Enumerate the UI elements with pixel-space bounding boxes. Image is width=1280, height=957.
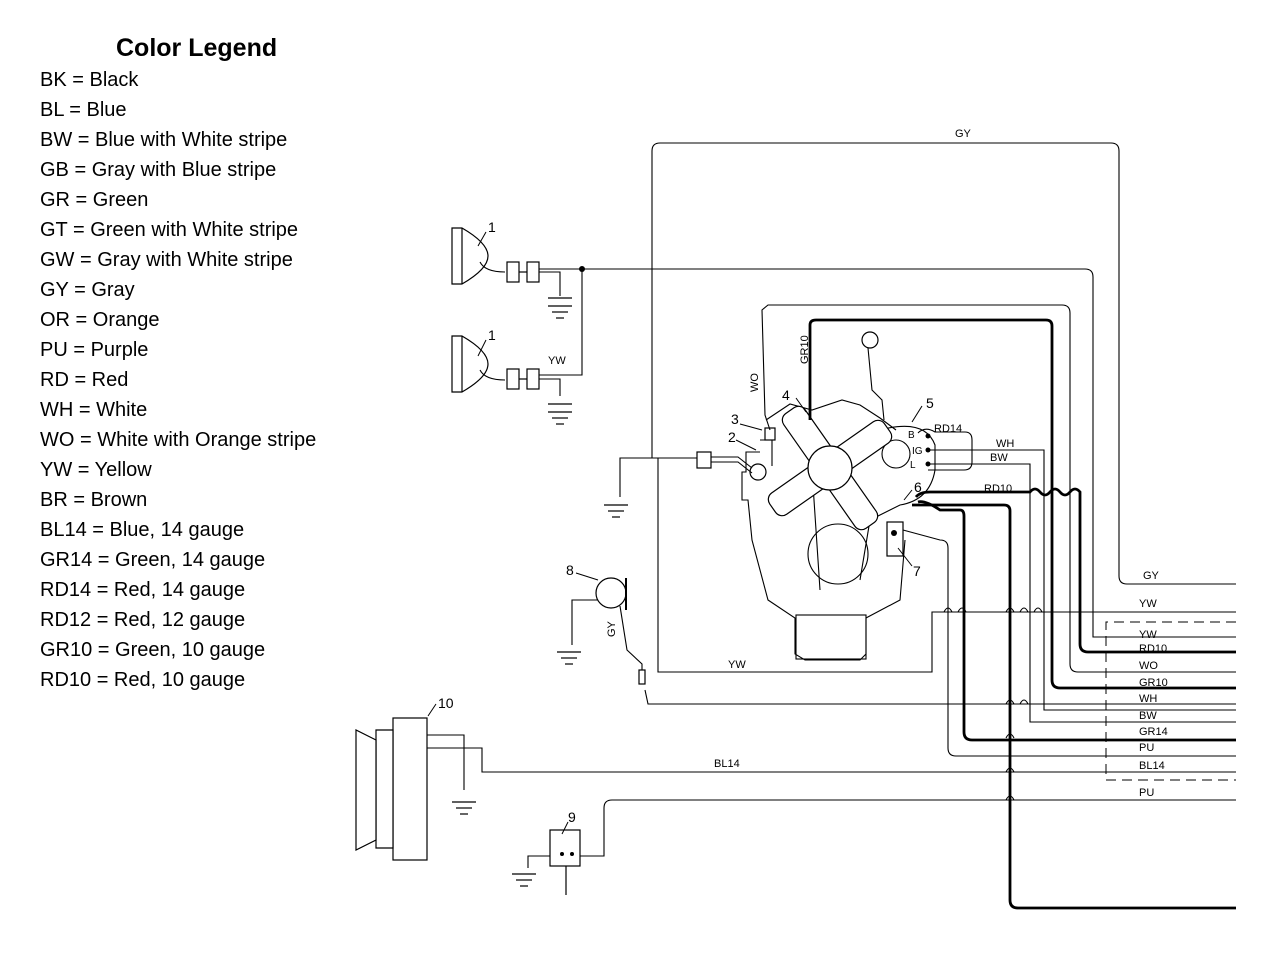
legend-title: Color Legend [116, 34, 278, 62]
component-number: 4 [782, 387, 790, 403]
harness-label: GR14 [1139, 726, 1168, 738]
wire-label: WH [996, 438, 1014, 450]
horn-10 [355, 717, 1236, 861]
harness-label: PU [1139, 742, 1154, 754]
wire-label: RD14 [934, 423, 962, 435]
component-number: 7 [913, 563, 921, 579]
component-number: 3 [731, 411, 739, 427]
legend-item: GY = Gray [40, 279, 135, 301]
terminal-ig: IG [912, 446, 923, 457]
component-number: 8 [566, 562, 574, 578]
legend-item: RD10 = Red, 10 gauge [40, 669, 246, 691]
harness-label: WH [1139, 693, 1157, 705]
sensor-2 [749, 439, 773, 481]
legend-item: GR = Green [40, 189, 149, 211]
terminal-b: B [908, 430, 915, 441]
legend-item: GW = Gray with White stripe [40, 249, 293, 271]
starter-7 [886, 521, 904, 557]
component-number: 5 [926, 395, 934, 411]
wire-label: BL14 [714, 758, 740, 770]
component-number: 10 [438, 695, 454, 711]
legend-item: BW = Blue with White stripe [40, 129, 288, 151]
legend-item: PU = Purple [40, 339, 149, 361]
legend-item: RD12 = Red, 12 gauge [40, 609, 246, 631]
legend-item: YW = Yellow [40, 459, 152, 481]
legend-item: OR = Orange [40, 309, 160, 331]
harness-label: PU [1139, 787, 1154, 799]
sensor-3 [764, 427, 776, 441]
switch-9 [511, 799, 1236, 895]
legend-item: BR = Brown [40, 489, 148, 511]
legend-item: BK = Black [40, 69, 139, 91]
wire-label: RD10 [984, 483, 1012, 495]
terminal-l: L [910, 460, 916, 471]
legend-list: BK = Black BL = Blue BW = Blue with Whit… [40, 65, 316, 695]
legend-item: WH = White [40, 399, 148, 421]
sensor-8 [556, 577, 1236, 705]
component-number: 2 [728, 429, 736, 445]
component-number: 1 [488, 327, 496, 343]
harness-label: WO [1139, 660, 1158, 672]
harness-label: GR10 [1139, 677, 1168, 689]
harness-label: YW [1139, 629, 1157, 641]
wire-label: YW [548, 355, 566, 367]
wire-label: WO [749, 373, 761, 392]
engine [741, 331, 936, 661]
wire-label: GY [955, 128, 972, 140]
harness-label: GY [1143, 570, 1160, 582]
legend-item: BL = Blue [40, 99, 127, 121]
legend-item: GT = Green with White stripe [40, 219, 299, 241]
wire-label: BW [990, 452, 1008, 464]
headlight-top [451, 227, 573, 319]
wire-label: GR10 [799, 335, 811, 364]
legend-item: GR10 = Green, 10 gauge [40, 639, 266, 661]
harness-connector [696, 451, 712, 469]
yw-headlight-wire [539, 268, 583, 376]
legend-item: GB = Gray with Blue stripe [40, 159, 277, 181]
legend-item: RD14 = Red, 14 gauge [40, 579, 246, 601]
component-number: 6 [914, 479, 922, 495]
harness-label: YW [1139, 598, 1157, 610]
legend-item: BL14 = Blue, 14 gauge [40, 519, 245, 541]
component-number: 9 [568, 809, 576, 825]
headlight-bottom [451, 335, 573, 425]
legend-item: WO = White with Orange stripe [40, 429, 317, 451]
component-number: 1 [488, 219, 496, 235]
legend-item: GR14 = Green, 14 gauge [40, 549, 266, 571]
harness-label: RD10 [1139, 643, 1167, 655]
wire-label: YW [728, 659, 746, 671]
harness-label: BL14 [1139, 760, 1165, 772]
wire-label: GY [606, 620, 618, 637]
legend-item: RD = Red [40, 369, 129, 391]
harness-label: BW [1139, 710, 1157, 722]
